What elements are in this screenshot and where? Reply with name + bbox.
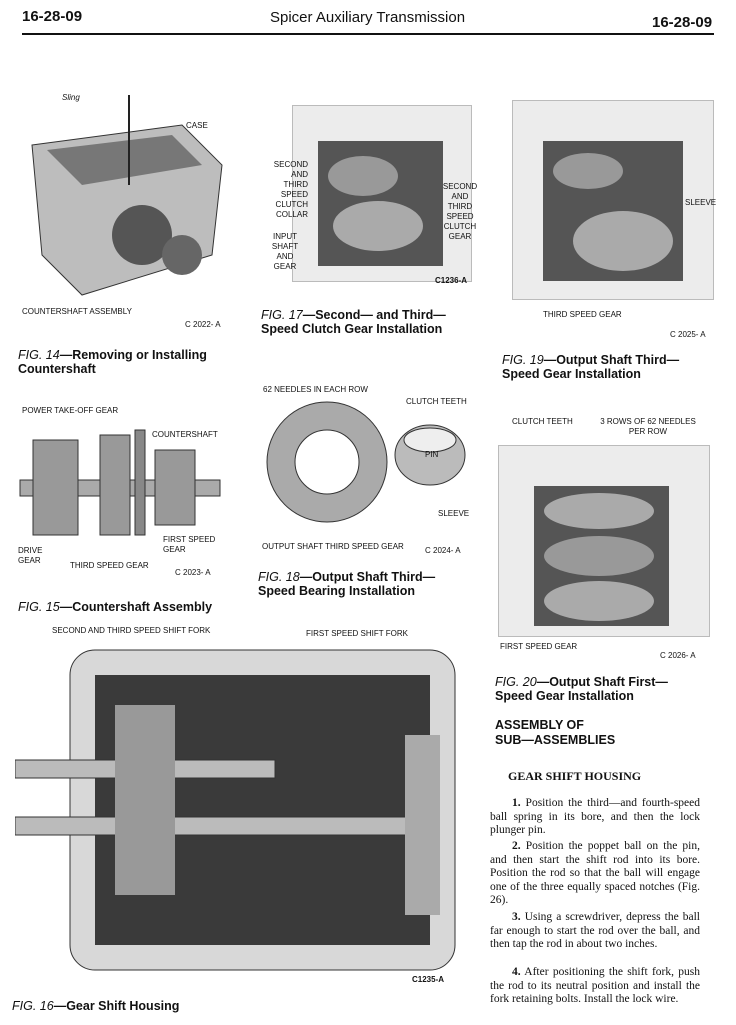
- fig18-label-pin: PIN: [425, 450, 439, 459]
- fig19-code: C 2025- A: [670, 330, 706, 339]
- fig15-label-first-speed: FIRST SPEED GEAR: [163, 535, 216, 554]
- fig16-caption-text: —Gear Shift Housing: [53, 999, 180, 1013]
- step-3-num: 3.: [512, 911, 521, 923]
- fig20-code: C 2026- A: [660, 651, 696, 660]
- step-4: 4. After positioning the shift fork, pus…: [490, 966, 700, 1007]
- step-2-num: 2.: [512, 840, 521, 852]
- fig15-caption-text: —Countershaft Assembly: [59, 600, 213, 614]
- fig20-label-rows: 3 ROWS OF 62 NEEDLES PER ROW: [600, 417, 696, 436]
- fig15-label-drive-gear: DRIVE GEAR: [18, 546, 43, 565]
- fig15-photo: [15, 425, 225, 545]
- fig17-photo: [292, 105, 472, 282]
- section-heading-line2: SUB—ASSEMBLIES: [495, 733, 616, 747]
- fig18-code: C 2024- A: [425, 546, 461, 555]
- fig19-label-third-speed: THIRD SPEED GEAR: [543, 310, 622, 319]
- fig15-caption: FIG. 15—Countershaft Assembly: [18, 600, 212, 614]
- fig18-caption-text: —Output Shaft Third—Speed Bearing Instal…: [258, 570, 436, 598]
- fig16-label-second-third-fork: SECOND AND THIRD SPEED SHIFT FORK: [52, 626, 211, 635]
- fig15-label-power-takeoff: POWER TAKE-OFF GEAR: [22, 406, 119, 415]
- fig17-label-input-shaft: INPUT SHAFT AND GEAR: [271, 232, 299, 271]
- fig14-caption-num: FIG. 14: [18, 348, 60, 362]
- page-number-right: 16-28-09: [652, 14, 713, 31]
- subheading-gear-shift-housing: GEAR SHIFT HOUSING: [508, 769, 642, 783]
- step-2: 2. Position the poppet ball on the pin, …: [490, 840, 700, 908]
- fig20-caption: FIG. 20—Output Shaft First—Speed Gear In…: [495, 675, 700, 703]
- fig15-label-third-speed: THIRD SPEED GEAR: [70, 561, 149, 570]
- step-2-text: Position the poppet ball on the pin, and…: [490, 840, 701, 906]
- step-4-num: 4.: [512, 966, 521, 978]
- fig14-photo: [22, 95, 227, 310]
- header-rule: [22, 33, 714, 35]
- fig14-label-sling: Sling: [62, 93, 80, 102]
- fig15-code: C 2023- A: [175, 568, 211, 577]
- fig16-code: C1235-A: [412, 975, 445, 984]
- step-1-num: 1.: [512, 797, 521, 809]
- fig18-label-sleeve: SLEEVE: [438, 509, 470, 518]
- fig20-caption-text: —Output Shaft First—Speed Gear Installat…: [495, 675, 668, 703]
- fig17-caption-num: FIG. 17: [261, 308, 303, 322]
- fig18-label-needles: 62 NEEDLES IN EACH ROW: [263, 385, 368, 394]
- fig16-label-first-fork: FIRST SPEED SHIFT FORK: [306, 629, 408, 638]
- fig14-caption-text: —Removing or Installing Countershaft: [18, 348, 207, 376]
- step-1-text: Position the third—and fourth-speed ball…: [490, 797, 700, 836]
- fig17-caption: FIG. 17—Second— and Third—Speed Clutch G…: [261, 308, 461, 336]
- fig14-label-case: CASE: [186, 121, 208, 130]
- step-3-text: Using a screwdriver, depress the ball fa…: [490, 911, 701, 950]
- fig20-caption-num: FIG. 20: [495, 675, 537, 689]
- fig19-photo: [512, 100, 714, 300]
- fig20-label-clutch-teeth: CLUTCH TEETH: [512, 417, 573, 426]
- fig15-label-countershaft: COUNTERSHAFT: [152, 430, 218, 439]
- fig14-code: C 2022- A: [185, 320, 221, 329]
- page-number-left: 16-28-09: [22, 8, 83, 25]
- fig14-label-countershaft-assembly: COUNTERSHAFT ASSEMBLY: [22, 307, 132, 316]
- fig17-label-collar: SECOND AND THIRD SPEED CLUTCH COLLAR: [273, 160, 308, 219]
- fig20-label-first-speed: FIRST SPEED GEAR: [500, 642, 578, 651]
- fig19-caption-text: —Output Shaft Third—Speed Gear Installat…: [502, 353, 680, 381]
- fig14-caption: FIG. 14—Removing or Installing Countersh…: [18, 348, 238, 376]
- section-heading-line1: ASSEMBLY OF: [495, 718, 584, 732]
- fig16-photo: [15, 645, 463, 980]
- fig18-label-clutch-teeth: CLUTCH TEETH: [406, 397, 467, 406]
- fig18-photo: [262, 400, 477, 535]
- fig16-caption-num: FIG. 16: [12, 999, 54, 1013]
- fig20-photo: [498, 445, 710, 637]
- section-heading: ASSEMBLY OF SUB—ASSEMBLIES: [495, 718, 615, 748]
- step-4-text: After positioning the shift fork, push t…: [490, 966, 700, 1005]
- fig19-label-sleeve: SLEEVE: [685, 198, 717, 207]
- step-3: 3. Using a screwdriver, depress the ball…: [490, 911, 700, 952]
- fig19-caption-num: FIG. 19: [502, 353, 544, 367]
- fig19-caption: FIG. 19—Output Shaft Third—Speed Gear In…: [502, 353, 702, 381]
- page-title: Spicer Auxiliary Transmission: [270, 9, 466, 26]
- step-1: 1. Position the third—and fourth-speed b…: [490, 797, 700, 838]
- fig16-caption: FIG. 16—Gear Shift Housing: [12, 999, 179, 1013]
- fig17-code: C1236-A: [435, 276, 468, 285]
- fig17-label-clutch-gear: SECOND AND THIRD SPEED CLUTCH GEAR: [442, 182, 478, 241]
- fig17-caption-text: —Second— and Third—Speed Clutch Gear Ins…: [261, 308, 446, 336]
- fig15-caption-num: FIG. 15: [18, 600, 60, 614]
- fig18-caption: FIG. 18—Output Shaft Third—Speed Bearing…: [258, 570, 438, 598]
- fig18-caption-num: FIG. 18: [258, 570, 300, 584]
- fig18-label-output-gear: OUTPUT SHAFT THIRD SPEED GEAR: [262, 542, 404, 551]
